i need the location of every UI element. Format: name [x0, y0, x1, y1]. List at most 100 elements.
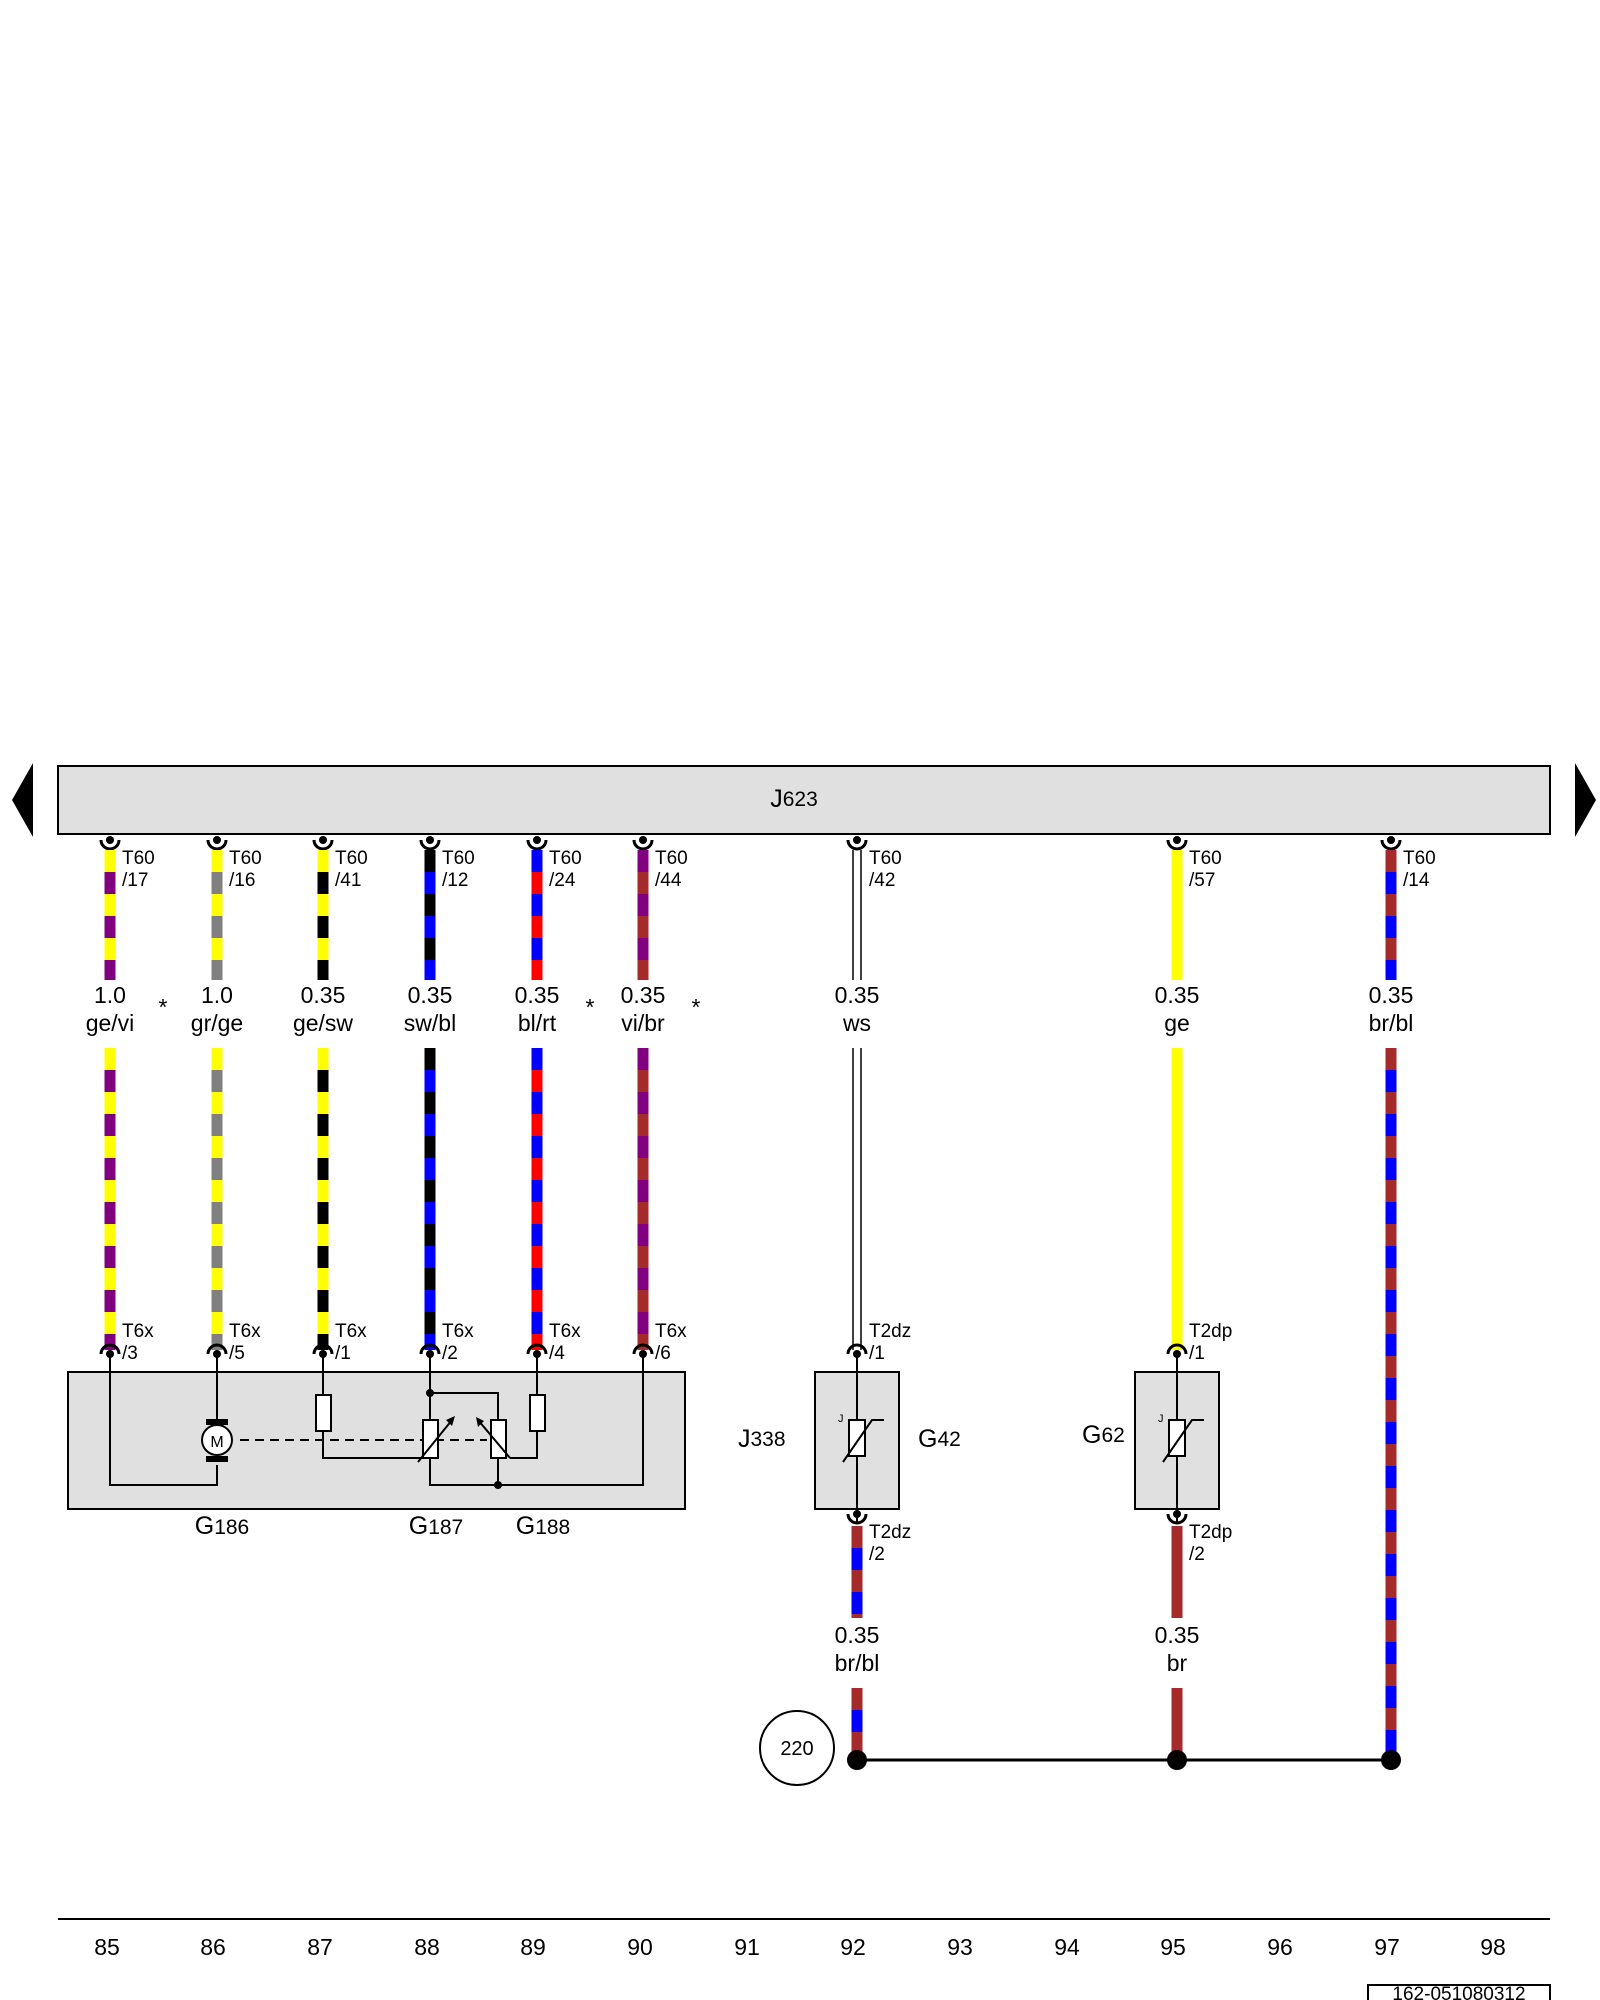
wire-color-code: ge/sw	[293, 1010, 353, 1036]
pin-top-number: /42	[869, 870, 895, 891]
svg-text:J623: J623	[770, 785, 818, 813]
column-number: 89	[520, 1934, 546, 1960]
column-number: 93	[947, 1934, 973, 1960]
wire-gauge: 0.35	[1155, 982, 1200, 1008]
svg-text:G186: G186	[195, 1512, 250, 1540]
j338-number: 338	[751, 1428, 786, 1451]
footer-reference-text: 162-051080312	[1392, 1984, 1525, 2000]
junction-dot	[847, 1750, 867, 1770]
wire-gauge: 0.35	[1369, 982, 1414, 1008]
j623-letter: J	[770, 785, 783, 813]
wire-color-code: sw/bl	[404, 1010, 456, 1036]
pin-bottom-number: /5	[229, 1343, 245, 1364]
svg-text:G62: G62	[1082, 1421, 1125, 1449]
pin-bottom-connector: T2dz	[869, 1321, 911, 1342]
g186-resistor	[315, 1394, 332, 1432]
pin-top-connector: T60	[335, 848, 368, 869]
g187-letter: G	[409, 1512, 428, 1540]
pin-top-connector: T60	[549, 848, 582, 869]
prev-page-arrow[interactable]	[12, 763, 33, 837]
wire-color-code: br/bl	[1369, 1010, 1414, 1036]
pin-top-connector: T2dp	[1189, 1522, 1232, 1543]
pin-top-number: /2	[869, 1544, 885, 1565]
pin-bottom-connector: T6x	[442, 1321, 474, 1342]
variant-marker: *	[586, 994, 595, 1020]
wire-w85[interactable]: T60/171.0ge/vi*T6x/3	[86, 836, 168, 1364]
ground-connection[interactable]: 220	[759, 1710, 1401, 1786]
pin-top-connector: T60	[229, 848, 262, 869]
wire-color-code: ge	[1164, 1010, 1190, 1036]
wire-gauge: 0.35	[835, 982, 880, 1008]
sensor-resistor-89	[529, 1394, 546, 1432]
g187-variable-arrow	[417, 1419, 453, 1463]
column-number: 97	[1374, 1934, 1400, 1960]
pin-top-connector: T60	[442, 848, 475, 869]
wire-color-code: gr/ge	[191, 1010, 243, 1036]
wire-color-code: br/bl	[835, 1650, 880, 1676]
pin-bottom-number: /1	[869, 1343, 885, 1364]
pin-bottom-number: /6	[655, 1343, 671, 1364]
column-number: 90	[627, 1934, 653, 1960]
pin-top-connector: T60	[1403, 848, 1436, 869]
ground-point-circle	[759, 1710, 835, 1786]
svg-text:J338: J338	[738, 1425, 786, 1453]
component-g62[interactable]: J G62	[1082, 1354, 1220, 1522]
pin-top-number: /24	[549, 870, 576, 891]
variant-marker: *	[159, 994, 168, 1020]
column-number: 88	[414, 1934, 440, 1960]
column-number: 95	[1160, 1934, 1186, 1960]
g186-number: 186	[214, 1516, 249, 1539]
footer-reference: 162-051080312	[1367, 1984, 1551, 2000]
wire-gauge: 0.35	[621, 982, 666, 1008]
next-page-arrow[interactable]	[1575, 763, 1596, 837]
wire-gauge: 1.0	[94, 982, 126, 1008]
motor-label: M	[210, 1434, 223, 1451]
wire-color-code: bl/rt	[518, 1010, 557, 1036]
column-number: 94	[1054, 1934, 1080, 1960]
pin-top-number: /16	[229, 870, 255, 891]
wire-gauge: 0.35	[301, 982, 346, 1008]
component-j338[interactable]: M J338 G186 G187 G188	[67, 1354, 786, 1540]
svg-text:G42: G42	[918, 1425, 961, 1453]
pin-top-number: /41	[335, 870, 361, 891]
pin-bottom-number: /2	[442, 1343, 458, 1364]
pin-top-number: /12	[442, 870, 468, 891]
j338-internal-circuit	[109, 1354, 644, 1486]
wire-color-code: ge/vi	[86, 1010, 135, 1036]
pin-top-connector: T60	[1189, 848, 1222, 869]
pin-bottom-connector: T6x	[335, 1321, 367, 1342]
pin-bottom-number: /1	[1189, 1343, 1205, 1364]
svg-text:G187: G187	[409, 1512, 464, 1540]
junction-dot	[1167, 1750, 1187, 1770]
pin-bottom-connector: T6x	[655, 1321, 687, 1342]
wire-color-code: ws	[842, 1010, 871, 1036]
g62-number: 62	[1101, 1424, 1124, 1447]
pin-top-number: /17	[122, 870, 148, 891]
g187-number: 187	[428, 1516, 463, 1539]
j338-letter: J	[738, 1425, 751, 1453]
pin-bottom-number: /1	[335, 1343, 351, 1364]
column-number: 91	[734, 1934, 760, 1960]
column-number: 96	[1267, 1934, 1293, 1960]
variant-marker: *	[692, 994, 701, 1020]
wire-gauge: 0.35	[515, 982, 560, 1008]
component-g42[interactable]: J G42	[814, 1354, 961, 1522]
pin-top-connector: T2dz	[869, 1522, 911, 1543]
pin-top-number: /14	[1403, 870, 1430, 891]
g42-number: 42	[937, 1428, 960, 1451]
motor-icon: M	[201, 1419, 233, 1462]
column-number: 85	[94, 1934, 120, 1960]
control-unit-j623[interactable]: J623	[57, 765, 1551, 835]
